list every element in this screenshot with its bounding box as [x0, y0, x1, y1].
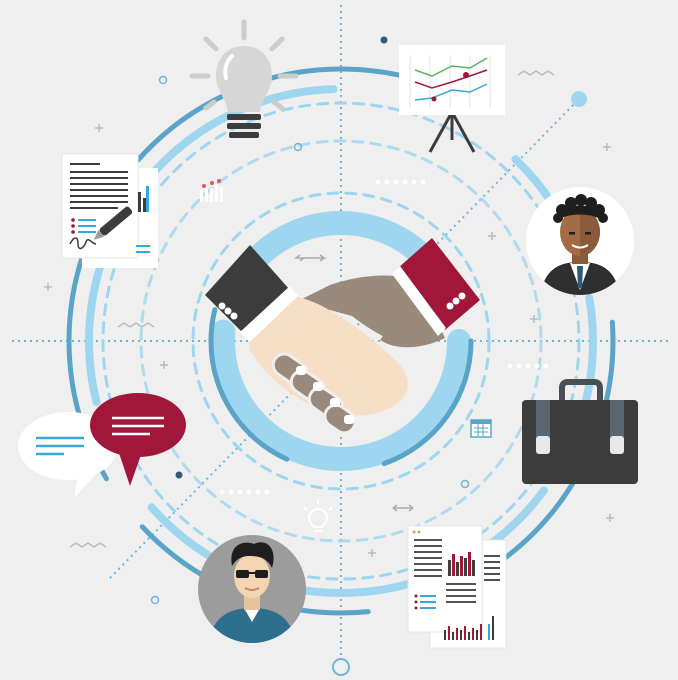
report-documents-icon	[407, 525, 507, 649]
decor-markers	[44, 70, 614, 605]
inner-rings	[191, 191, 491, 491]
outer-rings	[66, 66, 616, 616]
bottom-node	[332, 658, 350, 676]
handshake-icon	[205, 238, 480, 435]
small-lightbulb-outline-icon	[303, 500, 333, 532]
businessman-avatar-icon	[526, 187, 634, 295]
glasses-man-avatar-icon	[198, 535, 306, 643]
dark-dot	[175, 471, 183, 479]
calendar-icon	[470, 419, 492, 438]
briefcase-icon	[522, 379, 638, 484]
crosshair-lines	[12, 5, 668, 660]
lightbulb-icon	[189, 19, 299, 138]
mini-bars-icon	[200, 179, 223, 202]
top-right-node	[571, 91, 587, 107]
dark-dot	[380, 36, 388, 44]
decor-dots	[219, 179, 549, 495]
document-pen-icon	[61, 153, 158, 268]
speech-bubbles-icon	[18, 393, 186, 498]
chart-easel-icon	[399, 45, 505, 153]
